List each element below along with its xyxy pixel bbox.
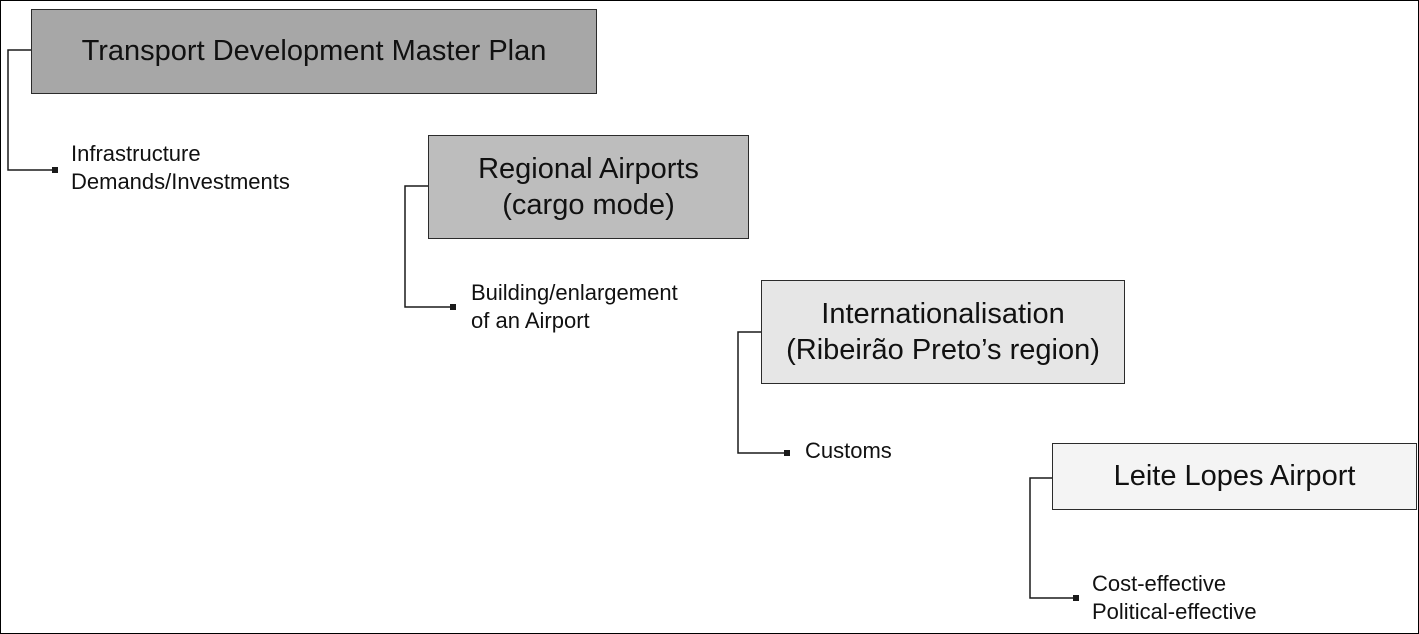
building-note-line-1: Building/enlargement bbox=[471, 280, 678, 305]
connector-4 bbox=[1029, 477, 1076, 599]
master-plan-box: Transport Development Master Plan bbox=[31, 9, 597, 94]
connector-4-marker bbox=[1073, 595, 1079, 601]
infrastructure-note: Infrastructure Demands/Investments bbox=[71, 140, 290, 196]
leite-lopes-airport-box: Leite Lopes Airport bbox=[1052, 443, 1417, 510]
connector-3 bbox=[737, 331, 787, 454]
internationalisation-box: Internationalisation (Ribeirão Preto’s r… bbox=[761, 280, 1125, 384]
internationalisation-title-line-1: Internationalisation bbox=[821, 297, 1065, 330]
customs-note-line-1: Customs bbox=[805, 438, 892, 463]
connector-1-marker bbox=[52, 167, 58, 173]
connector-2 bbox=[404, 185, 453, 308]
effectiveness-note-line-1: Cost-effective bbox=[1092, 571, 1227, 596]
infrastructure-note-line-2: Demands/Investments bbox=[71, 169, 290, 194]
connector-3-marker bbox=[784, 450, 790, 456]
infrastructure-note-line-1: Infrastructure bbox=[71, 141, 201, 166]
customs-note: Customs bbox=[805, 437, 892, 465]
regional-airports-box: Regional Airports (cargo mode) bbox=[428, 135, 749, 239]
building-note-line-2: of an Airport bbox=[471, 308, 590, 333]
effectiveness-note-line-2: Political-effective bbox=[1092, 599, 1257, 624]
connector-2-marker bbox=[450, 304, 456, 310]
building-note: Building/enlargement of an Airport bbox=[471, 279, 678, 335]
internationalisation-title-line-2: (Ribeirão Preto’s region) bbox=[786, 334, 1100, 366]
leite-lopes-airport-title: Leite Lopes Airport bbox=[1113, 460, 1356, 493]
effectiveness-note: Cost-effective Political-effective bbox=[1092, 570, 1257, 626]
regional-airports-title-line-2: (cargo mode) bbox=[502, 189, 675, 221]
regional-airports-title-line-1: Regional Airports bbox=[478, 152, 699, 185]
connector-1 bbox=[7, 49, 55, 171]
master-plan-title: Transport Development Master Plan bbox=[81, 35, 547, 68]
